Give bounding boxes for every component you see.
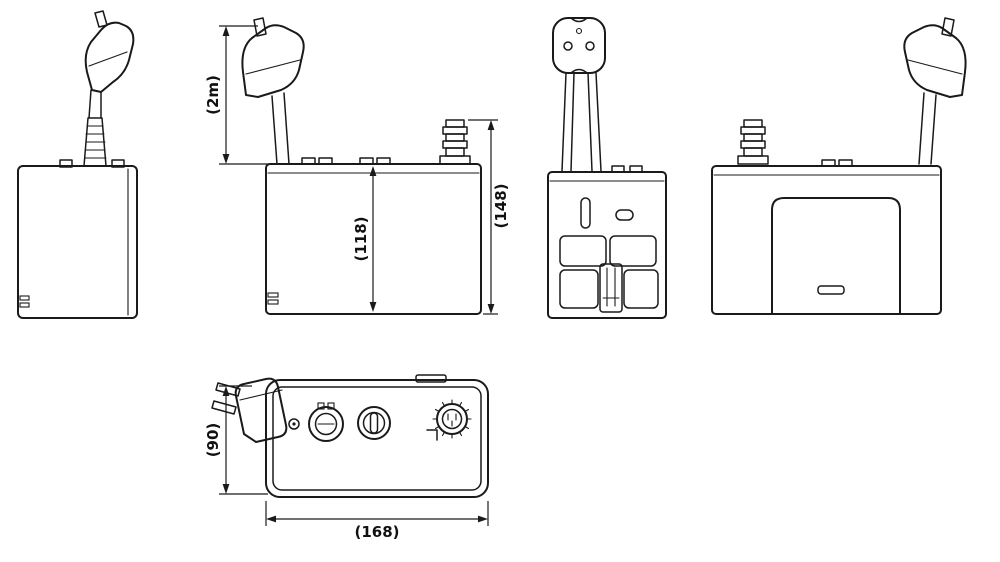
handle-recess [771, 197, 901, 315]
panel-details [559, 197, 659, 313]
knob-1 [308, 402, 344, 442]
screw [288, 418, 300, 430]
schuko-plug-top [211, 377, 288, 443]
schuko-plug-face [552, 17, 606, 74]
recess-slot [817, 285, 845, 295]
dim-overall-height: (148) [468, 119, 510, 315]
schuko-plug-side-front [241, 17, 305, 98]
view-plug-face [547, 17, 667, 319]
power-cables [561, 72, 602, 172]
outlet-connector [432, 399, 472, 439]
dim-label-cable-length: (2m) [204, 75, 222, 115]
dim-width: (168) [265, 501, 489, 541]
power-cable-grommet [83, 89, 107, 167]
enclosure-left-outline [17, 165, 138, 319]
knob-2 [357, 406, 391, 440]
inlet-connector [439, 119, 471, 165]
position-mark [426, 429, 438, 441]
view-back [711, 17, 967, 315]
enclosure-back-outline [711, 165, 942, 315]
dim-label-body-height: (118) [352, 216, 370, 261]
view-top: (90) [204, 374, 489, 541]
dim-label-overall-height: (148) [492, 183, 510, 228]
power-cable [271, 92, 290, 165]
power-cable-back [918, 92, 937, 165]
view-front: (2m) (118) [204, 17, 510, 315]
enclosure-top-outline [265, 379, 489, 498]
schuko-plug-side-back [903, 17, 967, 98]
inlet-connector-back [737, 119, 769, 165]
schuko-plug-side [84, 10, 135, 93]
enclosure-panel-outline [547, 171, 667, 319]
dim-body-height: (118) [352, 166, 377, 312]
dim-depth: (90) [204, 385, 268, 495]
dim-label-width: (168) [354, 523, 399, 541]
dim-label-depth: (90) [204, 423, 222, 458]
view-left-side [17, 10, 138, 319]
